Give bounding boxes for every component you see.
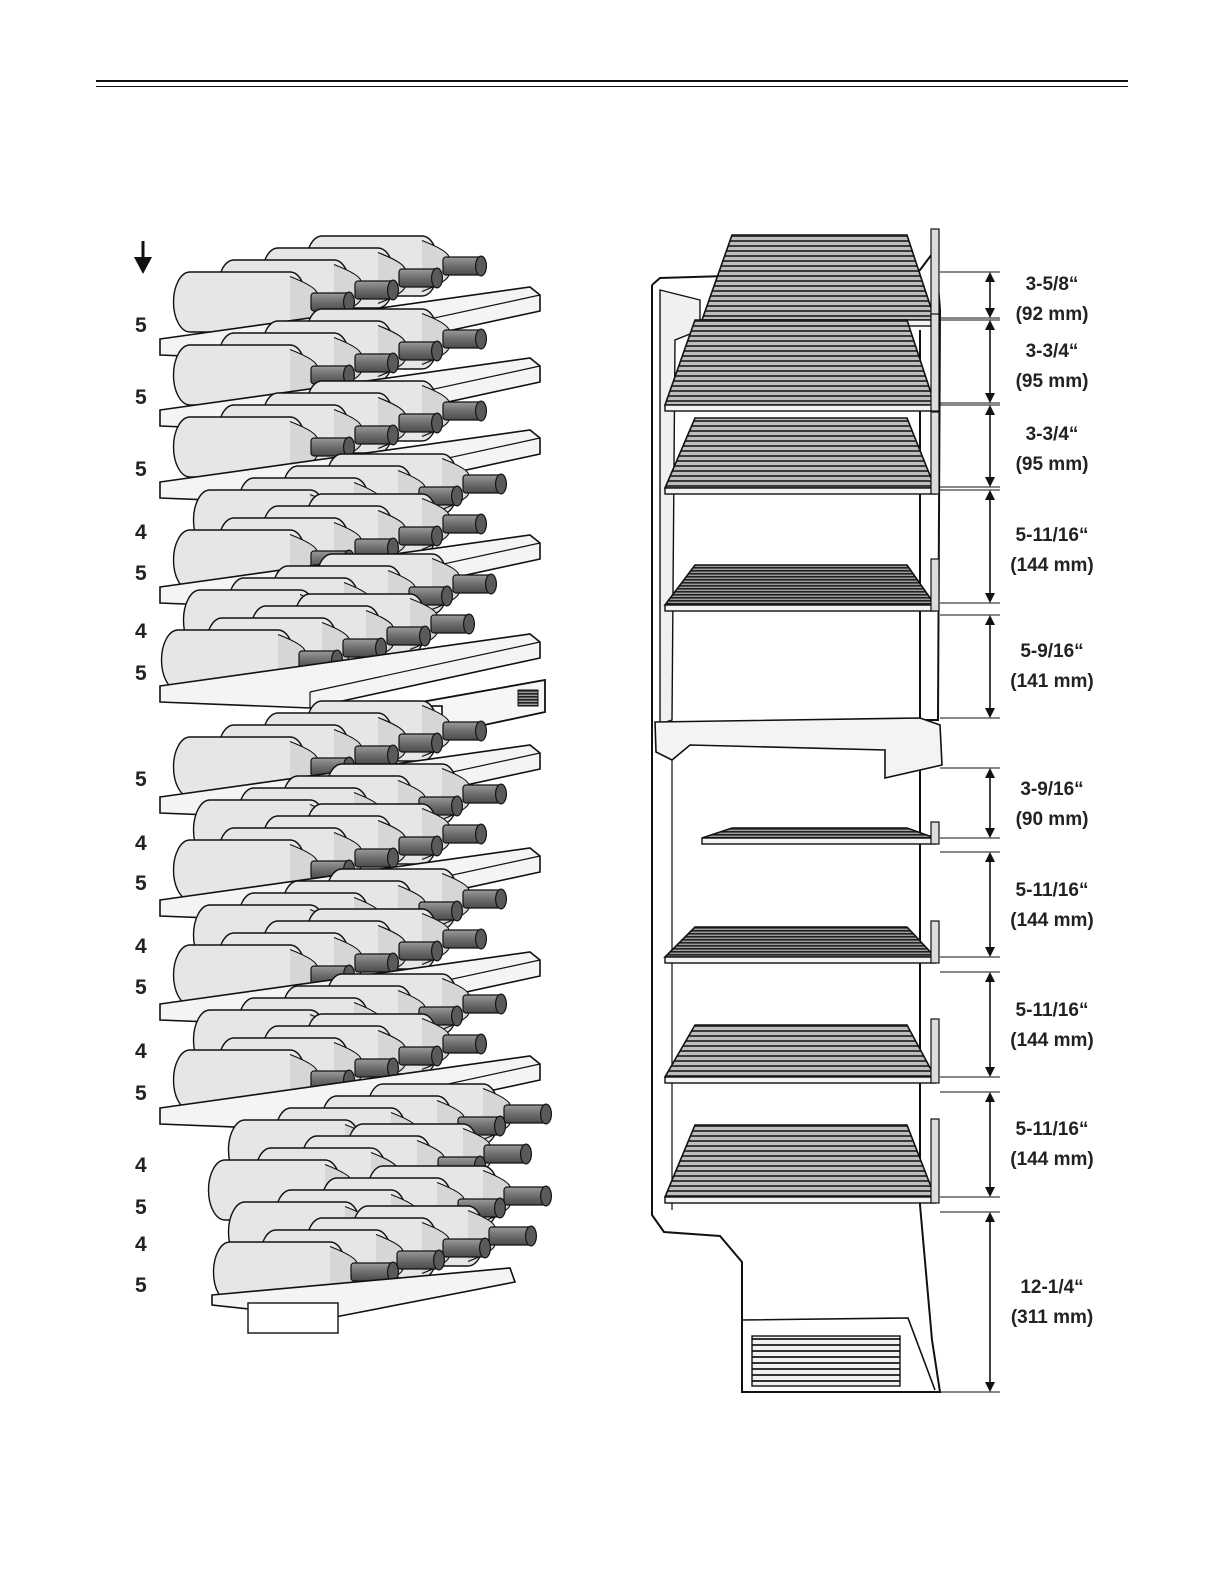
cabinet-shelf (665, 1019, 939, 1083)
dimension-metric: (95 mm) (1016, 371, 1089, 392)
dimension-imperial: 5-11/16“ (1016, 525, 1089, 546)
cabinet-shelf (665, 559, 939, 611)
dimension-arrow (940, 1092, 1000, 1197)
vent-grille (752, 1336, 900, 1386)
bottle-count-label: 5 (135, 1196, 147, 1219)
dimension-imperial: 3-3/4“ (1026, 341, 1079, 362)
bottle-count-label: 5 (135, 1082, 147, 1105)
dimension-arrow (940, 1212, 1000, 1392)
cabinet-shelf (665, 314, 939, 411)
bottle-count-labels: 5 5 5 4 5 4 5 5 4 5 4 5 4 5 4 5 4 5 (135, 314, 147, 1297)
bottle-count-label: 5 (135, 872, 147, 895)
dimension-imperial: 5-11/16“ (1016, 1119, 1089, 1140)
dimension-imperial: 3-3/4“ (1026, 424, 1079, 445)
dimension-metric: (144 mm) (1010, 1030, 1093, 1051)
machine-compartment (742, 1262, 935, 1390)
bottle-count-label: 4 (135, 620, 147, 643)
cabinet-cross-section (652, 229, 942, 1392)
dimension-metric: (90 mm) (1016, 809, 1089, 830)
cabinet-shelf (702, 822, 939, 844)
dimension-imperial: 3-9/16“ (1020, 779, 1083, 800)
dimension-metric: (311 mm) (1011, 1307, 1093, 1328)
cabinet-shelf (665, 412, 939, 494)
bottle-count-label: 5 (135, 768, 147, 791)
bottle-count-label: 4 (135, 521, 147, 544)
dimension-labels: 3-5/8“ (92 mm) 3-3/4“ (95 mm) 3-3/4“ (95 mm) 5… (1010, 274, 1093, 1328)
cabinet-shelf (665, 1119, 939, 1203)
dimension-arrow (940, 490, 1000, 603)
dimension-imperial: 5-11/16“ (1016, 1000, 1089, 1021)
dimension-arrow (940, 615, 1000, 718)
dimension-imperial: 3-5/8“ (1026, 274, 1079, 295)
dimension-arrow (940, 852, 1000, 957)
bottle-count-label: 4 (135, 1233, 147, 1256)
bottle-count-label: 5 (135, 386, 147, 409)
cabinet-shelf (665, 921, 939, 963)
dimension-arrow (940, 972, 1000, 1077)
bottle-count-label: 4 (135, 832, 147, 855)
arrow-down-icon (134, 241, 152, 274)
dimension-arrow (940, 405, 1000, 487)
dimension-imperial: 5-9/16“ (1020, 641, 1083, 662)
wine-rack-illustration (160, 236, 551, 1333)
dimension-arrows (940, 272, 1000, 1392)
dimension-metric: (95 mm) (1016, 454, 1089, 475)
bottle-count-label: 4 (135, 935, 147, 958)
bottle-count-label: 5 (135, 562, 147, 585)
dimension-metric: (141 mm) (1010, 671, 1093, 692)
dimension-imperial: 12-1/4“ (1020, 1277, 1083, 1298)
bottle-count-label: 5 (135, 976, 147, 999)
dimension-arrow (940, 320, 1000, 403)
bottle-count-label: 5 (135, 662, 147, 685)
dimension-imperial: 5-11/16“ (1016, 880, 1089, 901)
bottle-count-label: 4 (135, 1154, 147, 1177)
dimension-arrow (940, 768, 1000, 838)
bottle-count-label: 5 (135, 1274, 147, 1297)
cabinet-shelf (702, 229, 939, 326)
dimension-arrow (940, 272, 1000, 318)
dimension-metric: (144 mm) (1010, 1149, 1093, 1170)
dimension-metric: (92 mm) (1016, 304, 1089, 325)
dimension-metric: (144 mm) (1010, 555, 1093, 576)
dimension-metric: (144 mm) (1010, 910, 1093, 931)
bottle-count-label: 5 (135, 314, 147, 337)
bottle-count-label: 5 (135, 458, 147, 481)
bottle-count-label: 4 (135, 1040, 147, 1063)
